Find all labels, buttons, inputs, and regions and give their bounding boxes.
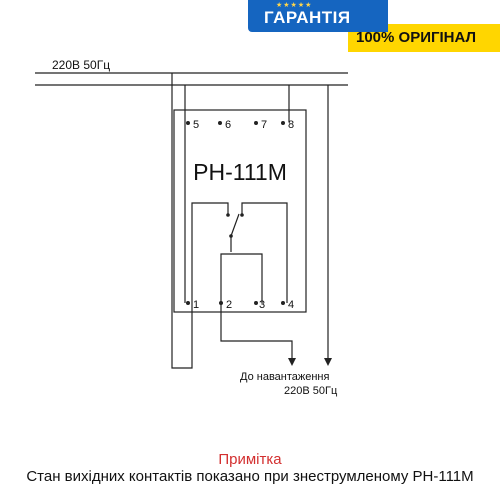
terminal-label-7: 7 — [261, 119, 267, 131]
terminal-dot-1 — [186, 301, 190, 305]
terminal-label-3: 3 — [259, 299, 265, 311]
switch-dot-pivot — [229, 234, 233, 238]
guarantee-badge: 100% ОРИГІНАЛ ★★★★★ ГАРАНТІЯ — [248, 0, 500, 52]
terminal-dot-4 — [281, 301, 285, 305]
terminal-dot-7 — [254, 121, 258, 125]
switch-dot-right — [240, 213, 244, 217]
stars-icon: ★★★★★ — [276, 1, 313, 9]
original-text: 100% ОРИГІНАЛ — [356, 29, 477, 46]
terminal-dot-3 — [254, 301, 258, 305]
terminal-label-4: 4 — [288, 299, 294, 311]
wire-coil — [220, 253, 263, 303]
relay-coil-loop — [221, 252, 261, 253]
terminal-label-8: 8 — [288, 119, 294, 131]
arrow-output-right — [324, 358, 332, 366]
terminal-label-2: 2 — [226, 299, 232, 311]
relay-housing — [173, 109, 307, 313]
arrow-load — [288, 358, 296, 366]
guarantee-title: ГАРАНТІЯ — [264, 8, 351, 27]
original-banner: 100% ОРИГІНАЛ — [348, 24, 500, 52]
terminal-dot-8 — [281, 121, 285, 125]
load-label: До навантаження — [240, 371, 330, 383]
contact-left — [191, 202, 229, 303]
wire-to-load — [220, 303, 293, 360]
wire-loop — [171, 73, 193, 369]
load-voltage: 220В 50Гц — [284, 385, 338, 397]
terminal-dot-5 — [186, 121, 190, 125]
terminal-dot-6 — [218, 121, 222, 125]
terminal-label-5: 5 — [193, 119, 199, 131]
switch-dot-left — [226, 213, 230, 217]
guarantee-banner: ★★★★★ ГАРАНТІЯ — [248, 0, 388, 32]
terminal-dot-2 — [219, 301, 223, 305]
terminal-label-1: 1 — [193, 299, 199, 311]
contact-right — [241, 202, 288, 303]
note-text: Стан вихідних контактів показано при зне… — [26, 468, 474, 485]
note-title: Примітка — [218, 451, 282, 468]
device-name: РН-111М — [193, 159, 287, 185]
supply-label: 220В 50Гц — [52, 58, 110, 72]
terminal-label-6: 6 — [225, 119, 231, 131]
switch-arm — [230, 213, 240, 237]
